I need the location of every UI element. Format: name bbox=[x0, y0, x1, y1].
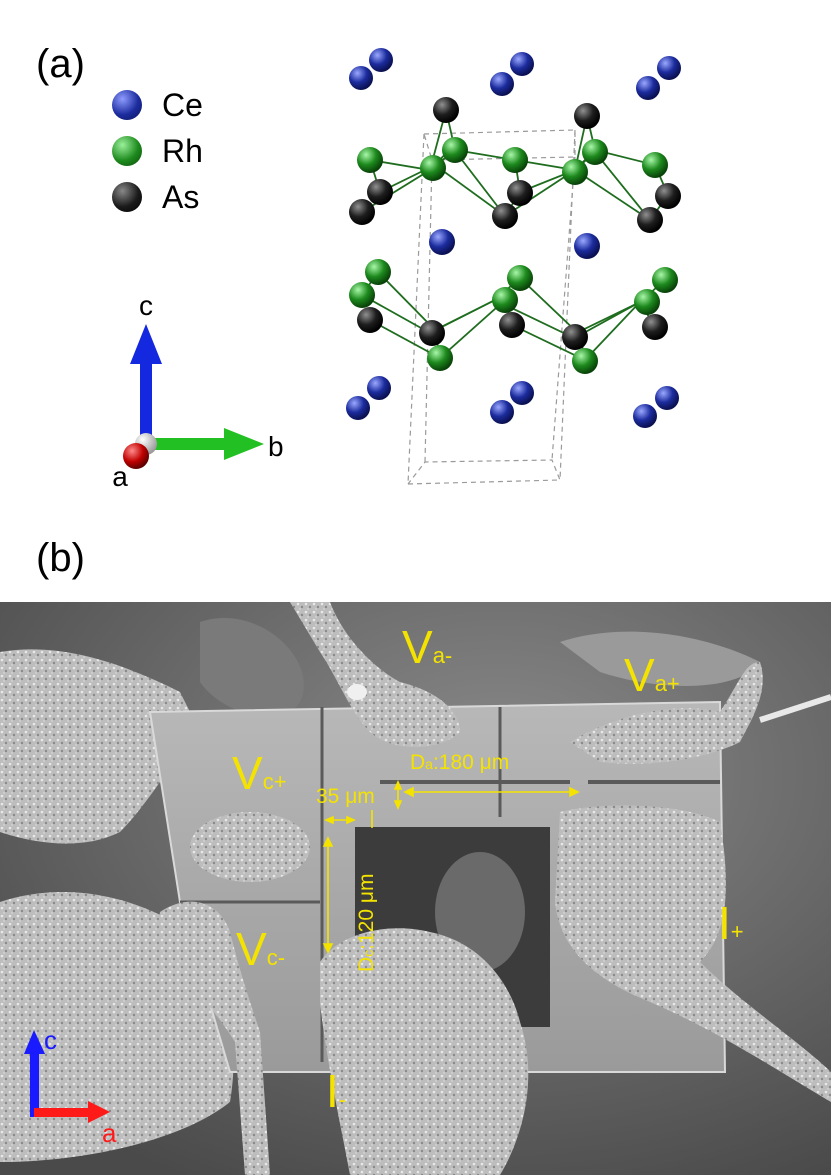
da-value: :180 μm bbox=[432, 751, 510, 774]
ce-atoms-bottom bbox=[346, 376, 679, 428]
unit-cell-outline bbox=[407, 129, 576, 485]
va-plus-sub: a+ bbox=[654, 671, 680, 696]
sem-image: c a bbox=[0, 602, 831, 1175]
crystal-structure-diagram bbox=[346, 48, 681, 485]
va-minus-main: V bbox=[402, 621, 433, 673]
gold-wire bbox=[759, 694, 831, 723]
sem-a-axis-arrowhead bbox=[88, 1101, 110, 1123]
da-main: D bbox=[410, 751, 426, 774]
vc-minus-main: V bbox=[236, 923, 267, 975]
as-atom-icon bbox=[112, 182, 142, 212]
legend-item-as: As bbox=[112, 174, 203, 220]
contact-wire-i-minus bbox=[320, 928, 529, 1175]
i-minus-main: I bbox=[326, 1065, 339, 1117]
contact-pad-vc-plus bbox=[190, 812, 310, 882]
ce-atom-icon bbox=[112, 90, 142, 120]
i-plus-main: I bbox=[718, 897, 731, 949]
contact-wire-i-plus bbox=[555, 805, 831, 1102]
dc-main: D bbox=[355, 956, 378, 972]
contact-wire-vc-minus bbox=[155, 901, 270, 1175]
va-minus-sub: a- bbox=[432, 643, 453, 668]
b-axis-arrowhead bbox=[224, 428, 264, 460]
dimension-label-da: Da:180 μm bbox=[410, 752, 509, 773]
i-plus-sub: + bbox=[730, 919, 744, 944]
da-arrow-right bbox=[569, 786, 580, 798]
crystal-axes-diagram: c b a bbox=[112, 290, 284, 490]
sem-c-axis-label: c bbox=[44, 1025, 57, 1055]
i-minus-sub: - bbox=[338, 1087, 347, 1112]
c-axis-arrowhead bbox=[130, 324, 162, 364]
legend-item-ce: Ce bbox=[112, 82, 203, 128]
dimension-label-gap: 35 μm bbox=[316, 785, 375, 808]
b-axis-shaft bbox=[148, 438, 228, 450]
da-sub: a bbox=[425, 756, 433, 772]
gap-arrow-left bbox=[323, 815, 334, 825]
dimension-label-dc: Dc:120 μm bbox=[355, 873, 378, 972]
ce-atoms-middle bbox=[429, 229, 600, 259]
sem-c-axis-shaft bbox=[30, 1047, 39, 1117]
contact-label-i-plus: I+ bbox=[718, 900, 744, 946]
legend-label-as: As bbox=[162, 178, 200, 215]
gap-arrow-up bbox=[393, 779, 403, 790]
dc-arrow-up bbox=[322, 836, 334, 847]
a-axis-label: a bbox=[112, 461, 128, 490]
b-axis-label: b bbox=[268, 431, 284, 462]
sem-axes: c a bbox=[24, 1025, 117, 1148]
sem-a-axis-label: a bbox=[102, 1118, 117, 1148]
vc-minus-sub: c- bbox=[266, 945, 286, 970]
vc-plus-main: V bbox=[232, 747, 263, 799]
dc-sub: c bbox=[360, 949, 376, 957]
upper-layer-atoms bbox=[349, 97, 681, 233]
c-axis-label: c bbox=[139, 290, 153, 321]
contact-label-i-minus: I- bbox=[326, 1068, 346, 1114]
contact-label-vc-plus: Vc+ bbox=[232, 750, 287, 796]
rh-atom-icon bbox=[112, 136, 142, 166]
dc-arrow-down bbox=[322, 943, 334, 954]
a-axis-sphere bbox=[123, 443, 149, 469]
panel-b-label: (b) bbox=[36, 536, 85, 580]
lower-layer-atoms bbox=[349, 259, 678, 374]
contact-wire-va-minus bbox=[290, 602, 460, 747]
contact-label-va-plus: Va+ bbox=[624, 652, 680, 698]
dimension-markers bbox=[322, 779, 580, 954]
contact-label-va-minus: Va- bbox=[402, 624, 452, 670]
dc-value: :120 μm bbox=[355, 873, 378, 950]
sem-c-axis-arrowhead bbox=[24, 1030, 45, 1054]
va-plus-main: V bbox=[624, 649, 655, 701]
da-arrow-left bbox=[403, 786, 414, 798]
background-smear bbox=[560, 631, 760, 686]
legend-label-rh: Rh bbox=[162, 132, 203, 169]
sem-micrograph: c a Va- Va+ Vc+ Vc- I+ I- Da:180 μm 35 μ… bbox=[0, 602, 831, 1175]
contact-label-vc-minus: Vc- bbox=[236, 926, 285, 972]
background-smear bbox=[200, 618, 304, 717]
gap-arrow-down bbox=[393, 800, 403, 811]
atom-legend: Ce Rh As bbox=[112, 82, 203, 220]
legend-item-rh: Rh bbox=[112, 128, 203, 174]
sem-a-axis-shaft bbox=[34, 1108, 94, 1117]
panel-a-label: (a) bbox=[36, 42, 85, 86]
contact-wire-va-plus bbox=[570, 662, 763, 764]
c-axis-shaft bbox=[140, 360, 152, 440]
legend-label-ce: Ce bbox=[162, 86, 203, 123]
gap-arrow-right bbox=[346, 815, 357, 825]
ce-atoms-top bbox=[349, 48, 681, 100]
silver-paste-left-upper bbox=[0, 649, 200, 844]
contact-blob bbox=[347, 684, 367, 700]
vc-plus-sub: c+ bbox=[262, 769, 287, 794]
